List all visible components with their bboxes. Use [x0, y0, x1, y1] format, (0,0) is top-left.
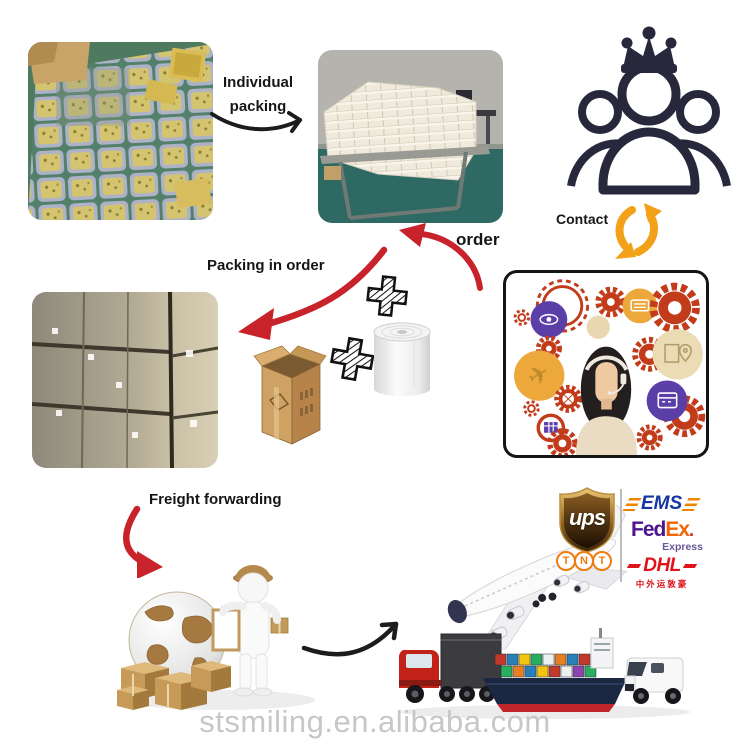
freight-forwarding-arrow-icon — [123, 505, 163, 578]
individual-packing-line1: Individual — [222, 74, 293, 91]
freight-forwarding-label: Freight forwarding — [149, 491, 282, 508]
dhl-dash-left — [627, 564, 642, 568]
order-label: order — [456, 230, 500, 249]
fedex-logo-dot: . — [689, 520, 695, 540]
dhl-logo-subtext: 中外运敦豪 — [635, 579, 689, 589]
transport-arrow-icon — [301, 621, 399, 657]
packing-in-order-label: Packing in order — [207, 257, 325, 274]
dhl-dash-right — [682, 564, 697, 568]
dhl-logo: DHL 中外运敦豪 — [618, 555, 706, 590]
carton-box-illustration — [253, 345, 327, 445]
transport-fleet-illustration — [398, 628, 690, 719]
ems-logo-text: EMS — [641, 493, 683, 514]
contact-group-crown-icon — [567, 26, 731, 195]
individual-packing-line2: packing — [229, 98, 287, 115]
tnt-logo-letter: T — [592, 551, 612, 571]
contact-arrow-icon — [615, 203, 662, 259]
dhl-logo-text: DHL — [643, 555, 681, 576]
tnt-logo: T N T — [556, 551, 612, 571]
cartons-photo — [32, 292, 218, 468]
fedex-logo-ex: Ex — [665, 518, 690, 541]
individual-packing-label: Individual packing — [203, 71, 313, 119]
fedex-logo-express: Express — [662, 541, 703, 553]
individual-packing-photo — [28, 42, 213, 220]
ups-logo-text: ups — [568, 505, 606, 530]
tnt-logo-letter: T — [556, 551, 576, 571]
fedex-logo: FedEx. Express — [631, 519, 703, 553]
ems-stripes-right — [681, 497, 701, 511]
contact-label: Contact — [556, 211, 609, 227]
packed-order-photo — [318, 50, 503, 223]
tnt-logo-letter: N — [574, 551, 594, 571]
order-arrow-icon — [399, 223, 483, 291]
customer-service-illustration: ✈ — [503, 270, 709, 458]
watermark-text: stsmiling.en.alibaba.com — [199, 704, 551, 739]
ems-logo: EMS — [622, 493, 701, 515]
packing-in-order-arrow-icon — [238, 246, 388, 340]
courier-globe-illustration — [117, 565, 315, 710]
fedex-logo-fed: Fed — [631, 518, 666, 541]
bubble-wrap-roll-illustration — [373, 322, 431, 396]
individual-packing-arrow-icon — [210, 111, 302, 133]
plus-icon — [330, 336, 374, 382]
plus-icon — [366, 275, 408, 317]
logo-divider — [620, 489, 622, 582]
ups-logo: ups — [557, 486, 617, 554]
ems-stripes-left — [622, 497, 642, 511]
